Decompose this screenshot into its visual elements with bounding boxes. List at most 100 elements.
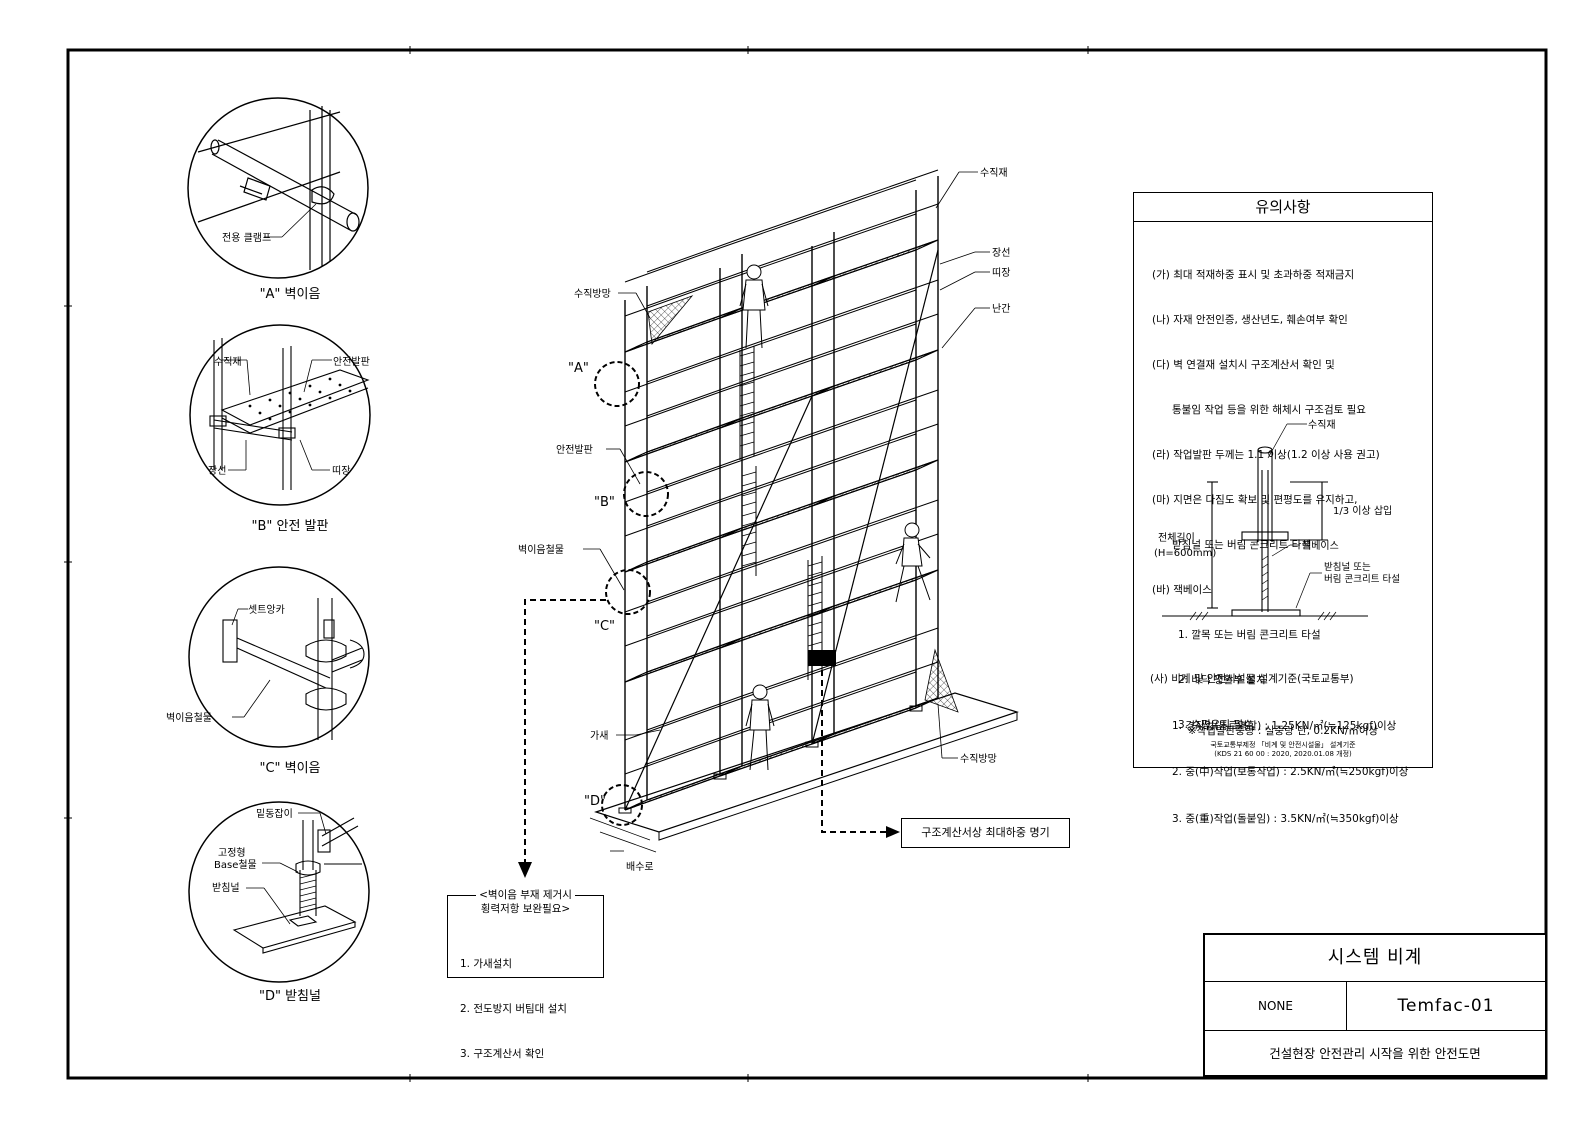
notes-title: 유의사항 bbox=[1134, 193, 1432, 222]
scaffold-ledger bbox=[833, 627, 939, 665]
jack-base-diagram: 수직재 1/3 이상 삽입 전체길이 (H=600mm) 잭베이스 받침널 또는… bbox=[1154, 419, 1400, 621]
ground-slab bbox=[594, 692, 1019, 833]
scaffold-ledger bbox=[646, 381, 743, 417]
jack-label-insert: 1/3 이상 삽입 bbox=[1333, 504, 1392, 517]
scaffold-ledger bbox=[646, 729, 743, 765]
scaffold-ladder-rung bbox=[739, 421, 755, 427]
drain-channel bbox=[589, 817, 657, 853]
drawing-scale: NONE bbox=[1205, 982, 1347, 1030]
scaffold-ladder-rung bbox=[739, 381, 755, 387]
scaffold-ledger bbox=[624, 739, 721, 775]
drawing-code: Temfac-01 bbox=[1397, 996, 1495, 1016]
scaffold-ladder-rung bbox=[807, 571, 823, 577]
detail-d-label-plate: 받침널 bbox=[212, 882, 240, 894]
note-item: (바) 잭베이스 bbox=[1152, 584, 1212, 596]
detail-c-label-anchor: 셋트앙카 bbox=[248, 604, 285, 616]
scaffold-ledger bbox=[646, 695, 743, 731]
detail-c: 셋트앙카 벽이음철물 "C" 벽이음 bbox=[166, 566, 370, 776]
label-ledger: 띠장 bbox=[992, 267, 1010, 279]
standard-item: 2. 중(中)작업(보통작업) : 2.5KN/㎡(≒250kgf)이상 bbox=[1172, 766, 1409, 778]
scaffold-ladder-rung bbox=[739, 391, 755, 397]
scaffold-ladder-rung bbox=[741, 561, 757, 567]
scaffold-ladder-rung bbox=[739, 441, 755, 447]
scaffold-ledger bbox=[833, 389, 939, 427]
scaffold-ledger bbox=[741, 425, 835, 459]
scaffold-deck bbox=[811, 697, 939, 745]
standard-item: 1. 경작업(통로역할) : 1.25KN/㎡(≒125kgf)이상 bbox=[1172, 719, 1397, 732]
scaffold-ladder-rung bbox=[807, 641, 823, 647]
scaffold-ledger bbox=[646, 601, 743, 637]
scaffold-ladder-rung bbox=[741, 481, 757, 487]
scaffold-ledger bbox=[741, 569, 835, 603]
scaffold-ledger bbox=[811, 509, 917, 547]
scaffold-deck bbox=[719, 275, 835, 319]
scaffold-ledger bbox=[811, 289, 917, 327]
scaffold-ladder-rung bbox=[741, 541, 757, 547]
label-joist: 장선 bbox=[992, 247, 1010, 259]
note-item: (가) 최대 적재하중 표시 및 초과하중 적재금지 bbox=[1152, 269, 1355, 281]
scaffold-ledger bbox=[833, 279, 939, 317]
worker-middle bbox=[895, 522, 931, 603]
scaffold-deck bbox=[624, 637, 743, 683]
detail-a-caption: "A" 벽이음 bbox=[260, 287, 321, 302]
scaffold-ledger bbox=[624, 611, 721, 647]
scaffold-ladder-rung bbox=[741, 491, 757, 497]
removal-list: 1. 가새설치 2. 전도방지 버팀대 설치 3. 구조계산서 확인 bbox=[460, 927, 567, 1092]
jack-label-base-plate: 받침널 또는 bbox=[1324, 562, 1371, 573]
scaffold-ledger bbox=[833, 533, 939, 571]
scaffold-ledger bbox=[624, 467, 721, 503]
detail-d-label-base-holder: 밑동잡이 bbox=[256, 808, 293, 820]
drawing-frame bbox=[66, 48, 1548, 1080]
scaffold-deck bbox=[719, 495, 835, 539]
removal-head-line1: <벽이음 부재 제거시 bbox=[476, 889, 575, 901]
scaffold-ladder-rung bbox=[807, 561, 823, 567]
scaffold-ledger bbox=[811, 433, 917, 471]
label-guardrail: 난간 bbox=[992, 303, 1010, 315]
scaffold-ledger bbox=[719, 215, 813, 249]
scaffold-ledger bbox=[719, 579, 813, 613]
scaffold-ladder-rung bbox=[807, 621, 823, 627]
detail-b-label-vertical: 수직재 bbox=[214, 356, 242, 368]
scaffold-ledger bbox=[811, 399, 917, 437]
drawing-title: 시스템 비계 bbox=[1205, 935, 1545, 982]
detail-d-label-fixed: 고정형 bbox=[218, 847, 246, 859]
detail-b-label-joist: 장선 bbox=[208, 465, 226, 477]
scaffold-base-plate bbox=[618, 807, 632, 814]
callout-circle-d bbox=[601, 784, 643, 826]
scaffold-ledger bbox=[646, 347, 743, 383]
scaffold-ledger bbox=[719, 325, 813, 359]
max-load-note: 구조계산서상 최대하중 명기 bbox=[901, 818, 1070, 848]
scaffold-ladder-rung bbox=[739, 371, 755, 377]
scaffold-ledger bbox=[624, 705, 721, 741]
scaffold-ledger bbox=[811, 213, 917, 251]
scaffold-ladder-rung bbox=[741, 511, 757, 517]
scaffold-ledger bbox=[646, 457, 743, 493]
marker-b: "B" bbox=[594, 495, 615, 510]
marker-d: "D" bbox=[584, 794, 606, 809]
marker-c: "C" bbox=[594, 619, 615, 634]
scaffold-ladder-rung bbox=[807, 581, 823, 587]
scaffold-ledger bbox=[646, 491, 743, 527]
scaffold-ledger bbox=[624, 501, 721, 537]
title-block: 시스템 비계 NONE Temfac-01 건설현장 안전관리 시작을 위한 안… bbox=[1203, 933, 1547, 1077]
scaffold-ledger bbox=[719, 435, 813, 469]
scaffold-ledger bbox=[719, 469, 813, 503]
jack-item: 3. 수평유지 필수 bbox=[1178, 719, 1253, 731]
scaffold-ladder-rung bbox=[741, 521, 757, 527]
detail-b-label-ledger: 띠장 bbox=[332, 465, 350, 477]
notes-list: (가) 최대 적재하중 표시 및 초과하중 적재금지 (나) 자재 안전인증, … bbox=[1134, 222, 1432, 763]
scaffold-ledger bbox=[719, 545, 813, 579]
scaffold-ledger bbox=[833, 499, 939, 537]
removal-item: 1. 가새설치 bbox=[460, 958, 512, 970]
scaffold-ladder-rung bbox=[739, 361, 755, 367]
scaffold-ledger bbox=[646, 237, 743, 273]
callout-circle-c bbox=[605, 569, 651, 615]
vertical-net-top bbox=[647, 295, 694, 345]
detail-b: 수직재 안전발판 장선 띠장 "B" 안전 발판 bbox=[189, 324, 371, 534]
jack-label-total-height: (H=600mm) bbox=[1154, 548, 1216, 559]
detail-c-caption: "C" 벽이음 bbox=[259, 761, 320, 776]
scaffold-deck bbox=[811, 569, 939, 617]
scaffold-ledger bbox=[741, 535, 835, 569]
label-vertical-net-top: 수직방망 bbox=[574, 288, 611, 300]
standard-source-line: (KDS 21 60 00 : 2020, 2020.01.08 개정) bbox=[1214, 750, 1352, 758]
